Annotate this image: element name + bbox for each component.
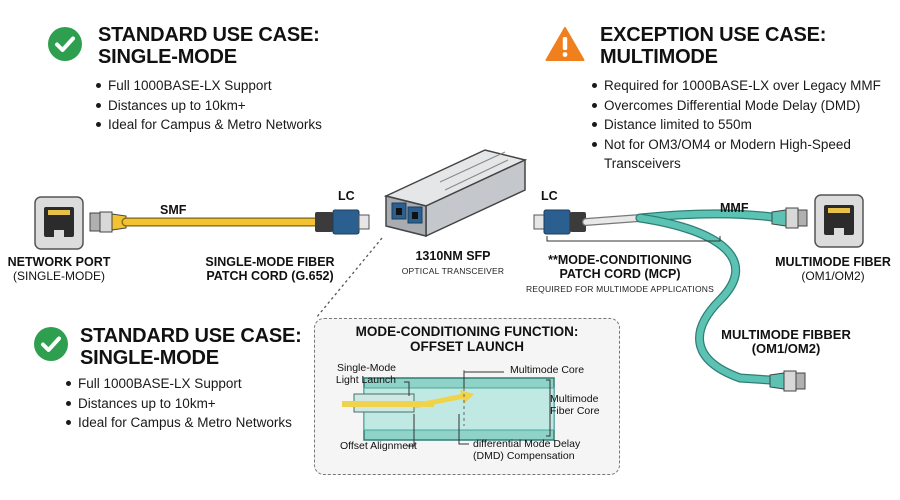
- bullet-item: Required for 1000BASE-LX over Legacy MMF: [590, 76, 890, 96]
- sfp-label: 1310NM SFP OPTICAL TRANSCEIVER: [388, 249, 518, 276]
- bullet-item: Full 1000BASE-LX Support: [94, 76, 322, 96]
- label-line: **MODE-CONDITIONING: [548, 253, 692, 267]
- label-line: NETWORK PORT: [7, 255, 111, 269]
- offset-launch-illustration: [342, 370, 555, 447]
- inset-title: MODE-CONDITIONING FUNCTION: OFFSET LAUNC…: [314, 324, 620, 354]
- multimode-fibber-label: MULTIMODE FIBBER (OM1/OM2): [706, 328, 866, 356]
- multimode-fiber-core-label: Multimode Fiber Core: [550, 393, 600, 417]
- smf-end-connector-icon: [89, 211, 127, 233]
- mcp-label: **MODE-CONDITIONING PATCH CORD (MCP) REQ…: [525, 253, 715, 294]
- bullet-item: Ideal for Campus & Metro Networks: [64, 413, 292, 433]
- single-mode-launch-label: Single-Mode Light Launch: [320, 362, 396, 386]
- label-line: REQUIRED FOR MULTIMODE APPLICATIONS: [525, 284, 715, 294]
- label-line: PATCH CORD (G.652): [206, 269, 334, 283]
- bullet-item: Full 1000BASE-LX Support: [64, 374, 292, 394]
- smf-label: SMF: [160, 203, 187, 217]
- label-line: Single-Mode: [337, 362, 396, 374]
- standard-use-case-heading: STANDARD USE CASE: SINGLE-MODE: [98, 24, 320, 68]
- exception-use-case-bullets: Required for 1000BASE-LX over Legacy MMF…: [590, 76, 890, 174]
- warning-icon: [545, 26, 585, 62]
- multimode-fiber-label: MULTIMODE FIBER (OM1/OM2): [768, 255, 898, 283]
- inset-leader-line: [315, 237, 383, 319]
- check-icon: [34, 327, 68, 361]
- label-line: (OM1/OM2): [751, 341, 821, 356]
- bullet-item: Ideal for Campus & Metro Networks: [94, 115, 322, 135]
- label-line: 1310NM SFP: [415, 249, 491, 263]
- label-line: MULTIMODE FIBBER: [721, 327, 851, 342]
- label-line: OPTICAL TRANSCEIVER: [401, 266, 505, 276]
- sfp-transceiver-icon: [383, 149, 528, 238]
- lc-left-label: LC: [338, 189, 355, 203]
- label-line: Light Launch: [335, 374, 396, 386]
- label-line: PATCH CORD (MCP): [559, 267, 681, 281]
- lc-right-label: LC: [541, 189, 558, 203]
- heading-line: SINGLE-MODE: [98, 46, 237, 68]
- title-line: MODE-CONDITIONING FUNCTION:: [355, 324, 579, 339]
- label-line: (SINGLE-MODE): [12, 269, 105, 283]
- bullet-item: Not for OM3/OM4 or Modern High-Speed Tra…: [590, 135, 854, 174]
- label-line: Fiber Core: [550, 405, 600, 417]
- mmf-end-connector-icon: [771, 207, 808, 229]
- check-icon: [48, 27, 82, 61]
- bullet-item: Distance limited to 550m: [590, 115, 890, 135]
- label-line: Multimode: [550, 393, 599, 405]
- heading-line: STANDARD USE CASE:: [98, 24, 320, 46]
- offset-alignment-label: Offset Alignment: [340, 440, 417, 452]
- heading-line: SINGLE-MODE: [80, 347, 219, 369]
- heading-line: STANDARD USE CASE:: [80, 325, 302, 347]
- bullet-item: Overcomes Differential Mode Delay (DMD): [590, 96, 890, 116]
- label-line: (OM1/OM2): [801, 269, 865, 283]
- multimode-core-label: Multimode Core: [510, 364, 585, 376]
- lc-connector-icon: [315, 209, 370, 235]
- title-line: OFFSET LAUNCH: [410, 339, 524, 354]
- standard-use-case-bullets: Full 1000BASE-LX Support Distances up to…: [94, 76, 322, 135]
- bullet-item: Distances up to 10km+: [64, 394, 292, 414]
- network-port-icon: [34, 196, 84, 250]
- label-line: SINGLE-MODE FIBER: [205, 255, 335, 269]
- mmf-loop-end-connector-icon: [769, 370, 806, 392]
- mcp-lc-connector-icon: [533, 209, 586, 235]
- label-line: MULTIMODE FIBER: [775, 255, 891, 269]
- label-line: differential Mode Delay: [473, 438, 581, 450]
- network-port-label: NETWORK PORT (SINGLE-MODE): [0, 255, 118, 283]
- smf-cord-label: SINGLE-MODE FIBER PATCH CORD (G.652): [195, 255, 345, 283]
- heading-line: EXCEPTION USE CASE:: [600, 24, 827, 46]
- standard-use-case-heading: STANDARD USE CASE: SINGLE-MODE: [80, 325, 302, 369]
- multimode-port-icon: [814, 194, 864, 248]
- bullet-item: Distances up to 10km+: [94, 96, 322, 116]
- heading-line: MULTIMODE: [600, 46, 718, 68]
- exception-use-case-heading: EXCEPTION USE CASE: MULTIMODE: [600, 24, 826, 68]
- mmf-label: MMF: [720, 201, 749, 215]
- dmd-compensation-label: differential Mode Delay (DMD) Compensati…: [473, 438, 580, 462]
- label-line: (DMD) Compensation: [473, 450, 575, 462]
- standard-use-case-bullets: Full 1000BASE-LX Support Distances up to…: [64, 374, 292, 433]
